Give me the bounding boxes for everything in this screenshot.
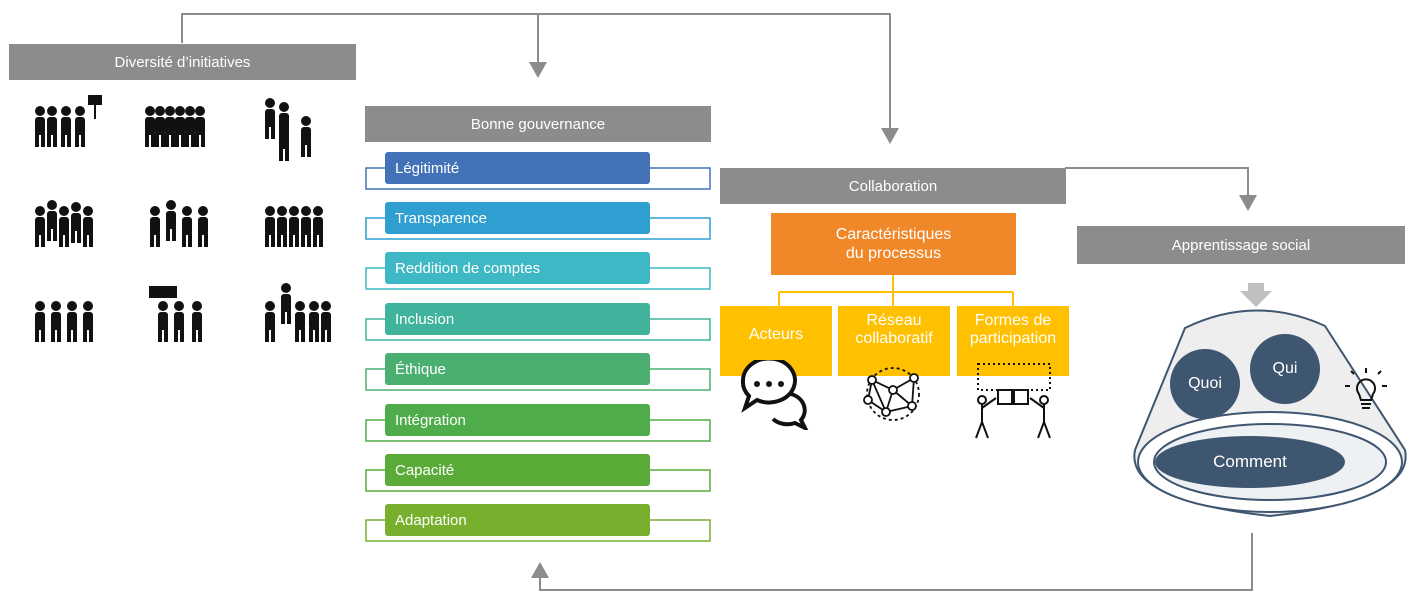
gouvernance-title: Bonne gouvernance: [470, 115, 606, 133]
card-label: Acteurs: [748, 326, 804, 343]
gov-item-legitimite: Légitimité: [385, 152, 650, 184]
collaboration-header: Collaboration: [720, 168, 1066, 204]
puzzle-people-icon: [975, 363, 1051, 439]
family-group-icon: [35, 200, 93, 247]
gov-item-capacite: Capacité: [385, 454, 650, 486]
speech-bubbles-icon: [740, 360, 809, 430]
gov-item-ethique: Éthique: [385, 353, 650, 385]
process-box: Caractéristiques du processus: [771, 213, 1016, 275]
bracket-legitimite: [365, 167, 711, 190]
gov-item-label: Intégration: [395, 411, 466, 429]
gov-item-reddition: Reddition de comptes: [385, 252, 650, 284]
qui-circle: Qui: [1250, 334, 1320, 404]
card-reseau: Réseau collaboratif: [838, 306, 950, 376]
gov-item-label: Capacité: [395, 461, 455, 479]
crowd-line-icon: [265, 206, 323, 247]
celebration-group-icon: [265, 283, 331, 342]
gouvernance-header: Bonne gouvernance: [365, 106, 711, 142]
quoi-label: Quoi: [1188, 375, 1222, 392]
gov-item-label: Adaptation: [395, 511, 467, 529]
card-label: Réseau collaboratif: [855, 312, 933, 347]
apprentissage-title: Apprentissage social: [1171, 236, 1311, 254]
running-people-icon: [35, 301, 93, 342]
network-globe-icon: [863, 367, 920, 421]
comment-label: Comment: [1213, 452, 1287, 471]
qui-label: Qui: [1272, 360, 1298, 377]
down-arrow-icon: [1240, 283, 1272, 307]
gov-item-label: Légitimité: [395, 159, 460, 177]
process-label: Caractéristiques du processus: [835, 226, 952, 262]
gov-item-label: Transparence: [395, 209, 487, 227]
diversite-title: Diversité d’initiatives: [114, 53, 251, 71]
lightbulb-icon: [1345, 368, 1387, 409]
comment-ellipse: Comment: [1155, 436, 1345, 488]
card-formes: Formes de participation: [957, 306, 1069, 376]
people-icons-grid: [35, 95, 331, 342]
gov-item-adaptation: Adaptation: [385, 504, 650, 536]
card-label: Formes de participation: [969, 312, 1057, 347]
gov-item-transparence: Transparence: [385, 202, 650, 234]
apprentissage-header: Apprentissage social: [1077, 226, 1405, 264]
crowd-marching-icon: [145, 106, 205, 147]
gov-item-label: Reddition de comptes: [395, 259, 541, 277]
gov-item-inclusion: Inclusion: [385, 303, 650, 335]
walking-people-icon: [265, 98, 311, 161]
collaboration-title: Collaboration: [848, 177, 938, 195]
gov-item-label: Inclusion: [395, 310, 455, 328]
gov-item-label: Éthique: [395, 360, 446, 378]
quoi-circle: Quoi: [1170, 349, 1240, 419]
business-team-icon: [150, 200, 208, 247]
gov-item-integration: Intégration: [385, 404, 650, 436]
protest-group-icon: [35, 95, 102, 147]
diversite-header: Diversité d’initiatives: [9, 44, 356, 80]
sign-holders-icon: [149, 286, 202, 342]
